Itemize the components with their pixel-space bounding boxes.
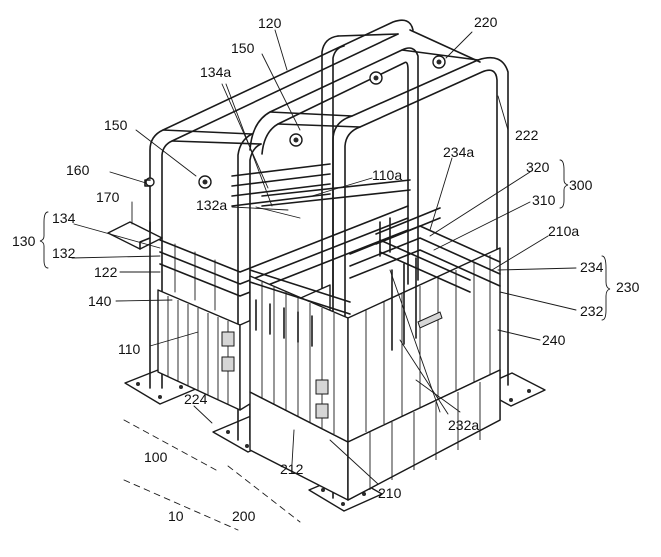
label-220: 220 xyxy=(474,14,498,30)
label-300: 300 xyxy=(569,177,593,193)
label-240: 240 xyxy=(542,332,566,348)
frame-structure xyxy=(107,19,546,512)
label-230: 230 xyxy=(616,279,640,295)
label-210a: 210a xyxy=(548,223,579,239)
label-160: 160 xyxy=(66,162,90,178)
second-arch-frame xyxy=(249,29,509,499)
label-170: 170 xyxy=(96,189,120,205)
label-10: 10 xyxy=(168,508,184,524)
label-212: 212 xyxy=(280,461,304,477)
label-134: 134 xyxy=(52,210,76,226)
label-232: 232 xyxy=(580,303,604,319)
label-234a: 234a xyxy=(443,144,474,160)
label-224: 224 xyxy=(184,391,208,407)
reference-labels: 120 150 220 134a 222 150 234a 160 132a 1… xyxy=(12,14,640,524)
label-110a: 110a xyxy=(372,167,402,183)
label-120: 120 xyxy=(258,15,282,31)
leader-lines xyxy=(39,29,611,531)
label-132: 132 xyxy=(52,245,76,261)
second-enclosure xyxy=(249,225,501,501)
label-150-left: 150 xyxy=(104,117,128,133)
label-130: 130 xyxy=(12,233,36,249)
label-200: 200 xyxy=(232,508,256,524)
label-150-top: 150 xyxy=(231,40,255,56)
label-110: 110 xyxy=(118,341,141,357)
label-134a: 134a xyxy=(200,64,231,80)
label-232a: 232a xyxy=(448,417,479,433)
label-222: 222 xyxy=(515,127,539,143)
first-arch-frame xyxy=(149,19,414,441)
shelf-170 xyxy=(107,221,163,250)
label-140: 140 xyxy=(88,293,112,309)
label-310: 310 xyxy=(532,192,556,208)
hangers xyxy=(145,55,446,189)
label-122: 122 xyxy=(94,264,118,280)
label-234: 234 xyxy=(580,259,604,275)
connector-300 xyxy=(375,207,441,257)
label-132a: 132a xyxy=(196,197,227,213)
label-100: 100 xyxy=(144,449,168,465)
label-320: 320 xyxy=(526,159,550,175)
label-210: 210 xyxy=(378,485,402,501)
